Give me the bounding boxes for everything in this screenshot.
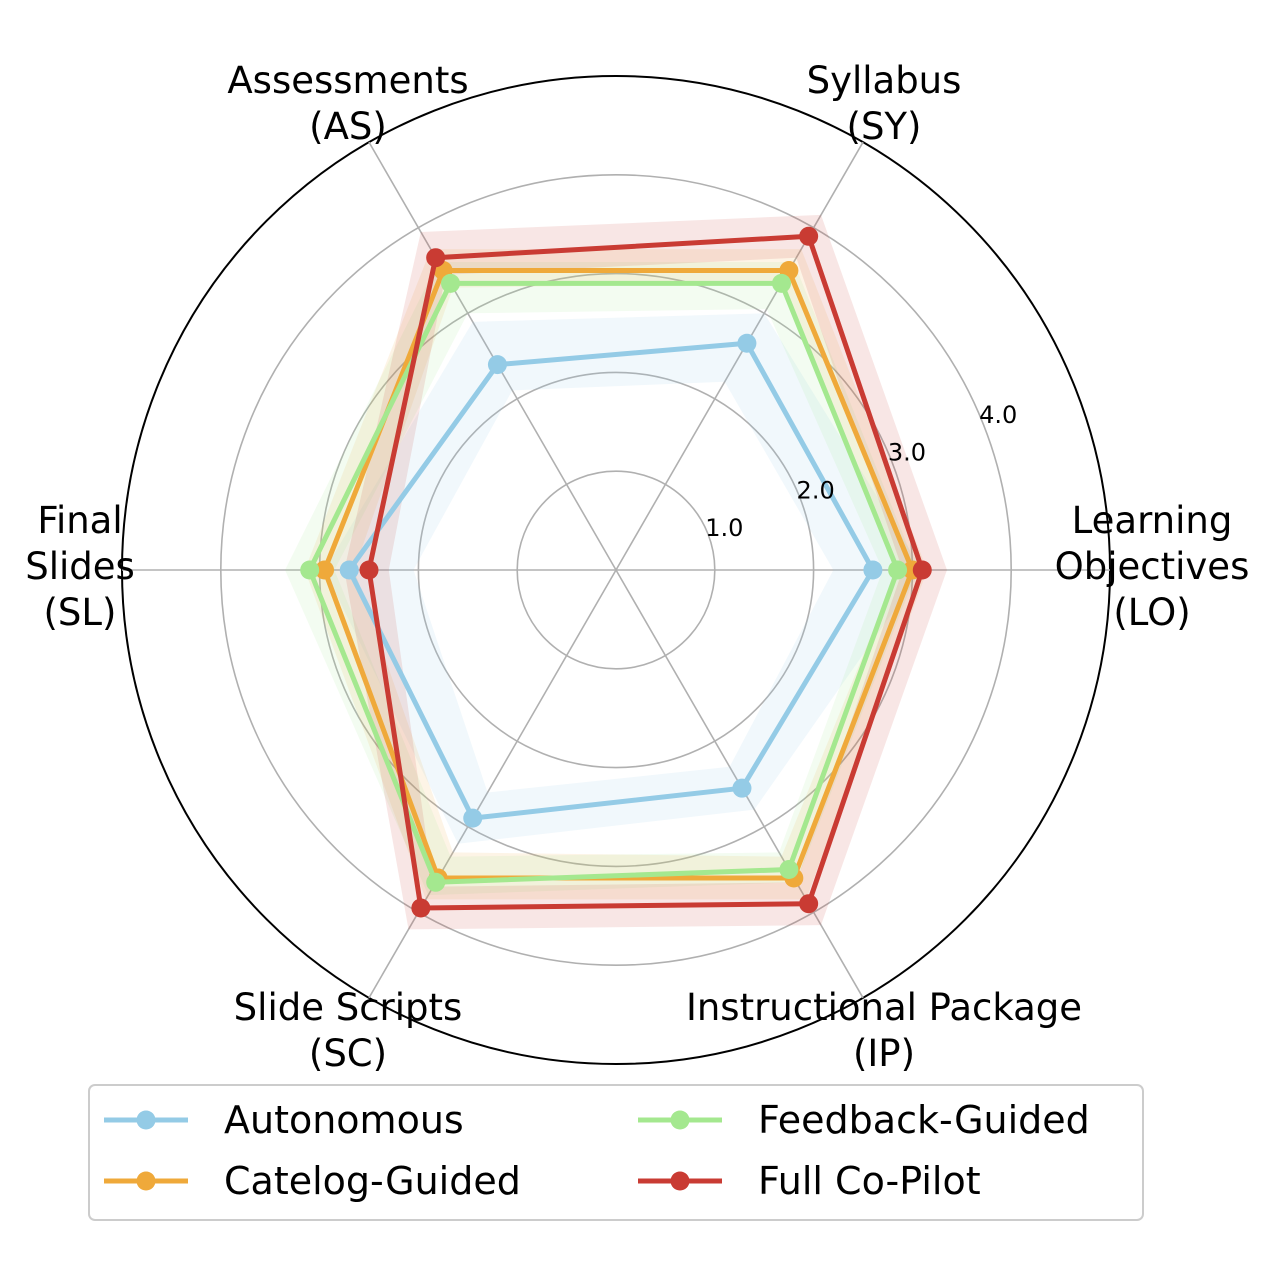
data-point-feedback-guided — [779, 859, 799, 879]
legend-swatch-marker — [670, 1171, 690, 1191]
grid-spoke — [368, 569, 617, 999]
legend-item-feedback-guided: Feedback-Guided — [638, 1098, 1090, 1142]
data-point-full-co-pilot — [411, 898, 431, 918]
axis-label: Syllabus(SY) — [807, 59, 962, 148]
data-point-feedback-guided — [426, 872, 446, 892]
radial-tick-label: 2.0 — [797, 476, 835, 504]
data-point-full-co-pilot — [912, 560, 932, 580]
legend-label: Catelog-Guided — [224, 1159, 521, 1203]
data-point-autonomous — [732, 778, 752, 798]
legend-item-full-co-pilot: Full Co-Pilot — [638, 1159, 981, 1203]
legend-frame — [88, 1084, 1144, 1221]
data-point-feedback-guided — [300, 560, 320, 580]
data-point-autonomous — [463, 808, 483, 828]
legend-swatch-marker — [136, 1171, 156, 1191]
data-point-catelog-guided — [315, 560, 335, 580]
radial-tick-label: 3.0 — [888, 439, 926, 467]
axis-label: Instructional Package(IP) — [686, 986, 1082, 1075]
data-point-full-co-pilot — [799, 894, 819, 914]
data-point-full-co-pilot — [359, 560, 379, 580]
legend-item-catelog-guided: Catelog-Guided — [104, 1159, 521, 1203]
radial-tick-labels: 1.0 2.0 3.0 4.0 — [705, 401, 1017, 542]
data-point-full-co-pilot — [426, 248, 446, 268]
legend-item-autonomous: Autonomous — [104, 1098, 464, 1142]
legend-label: Feedback-Guided — [758, 1098, 1090, 1142]
axis-label: Slide Scripts(SC) — [234, 986, 463, 1075]
data-point-feedback-guided — [771, 273, 791, 293]
data-point-autonomous — [487, 355, 507, 375]
grid-spoke — [615, 141, 864, 571]
legend-label: Autonomous — [224, 1098, 464, 1142]
series-lines — [300, 226, 932, 918]
axis-label: Assessments(AS) — [227, 59, 468, 148]
uncertainty-bands — [285, 214, 947, 930]
data-point-feedback-guided — [441, 273, 461, 293]
data-point-autonomous — [863, 560, 883, 580]
band-autonomous — [324, 313, 923, 844]
data-point-autonomous — [339, 560, 359, 580]
band-full-co-pilot — [344, 214, 947, 930]
data-point-full-co-pilot — [799, 226, 819, 246]
radial-tick-label: 1.0 — [705, 514, 743, 542]
legend-swatch-marker — [670, 1110, 690, 1130]
radial-tick-label: 4.0 — [979, 401, 1017, 429]
legend-swatch-marker — [136, 1110, 156, 1130]
grid-spoke — [368, 141, 617, 571]
data-point-autonomous — [737, 333, 757, 353]
data-point-feedback-guided — [888, 560, 908, 580]
legend-label: Full Co-Pilot — [758, 1159, 981, 1203]
